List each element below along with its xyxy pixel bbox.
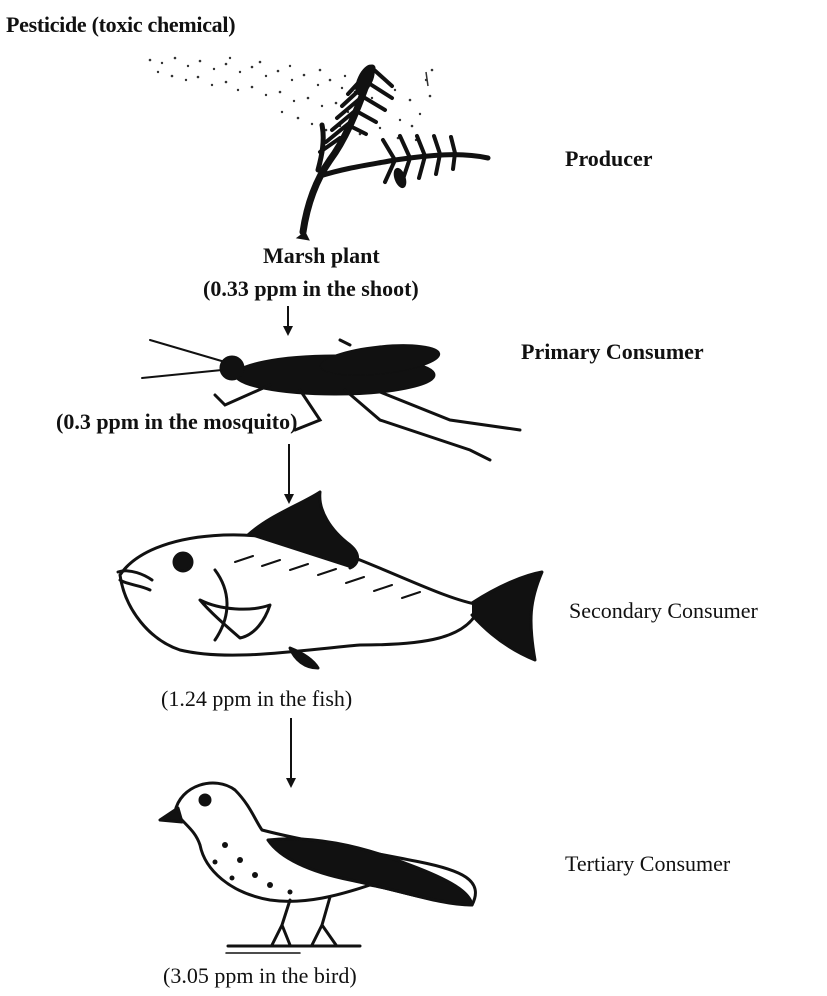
primary-consumer-concentration: (0.3 ppm in the mosquito)	[56, 411, 297, 433]
primary-consumer-label: Primary Consumer	[521, 341, 704, 363]
producer-label: Producer	[565, 148, 653, 170]
tertiary-consumer-label: Tertiary Consumer	[565, 853, 730, 875]
secondary-consumer-concentration: (1.24 ppm in the fish)	[161, 688, 352, 710]
tertiary-consumer-concentration: (3.05 ppm in the bird)	[163, 965, 357, 987]
marsh-plant-icon	[297, 63, 488, 240]
fish-icon	[118, 492, 542, 668]
secondary-consumer-label: Secondary Consumer	[569, 600, 758, 622]
bird-icon	[160, 783, 475, 953]
mosquito-icon	[142, 340, 520, 460]
marsh-plant-label: Marsh plant	[263, 245, 380, 267]
pesticide-label: Pesticide (toxic chemical)	[6, 14, 235, 36]
producer-concentration: (0.33 ppm in the shoot)	[203, 278, 419, 300]
